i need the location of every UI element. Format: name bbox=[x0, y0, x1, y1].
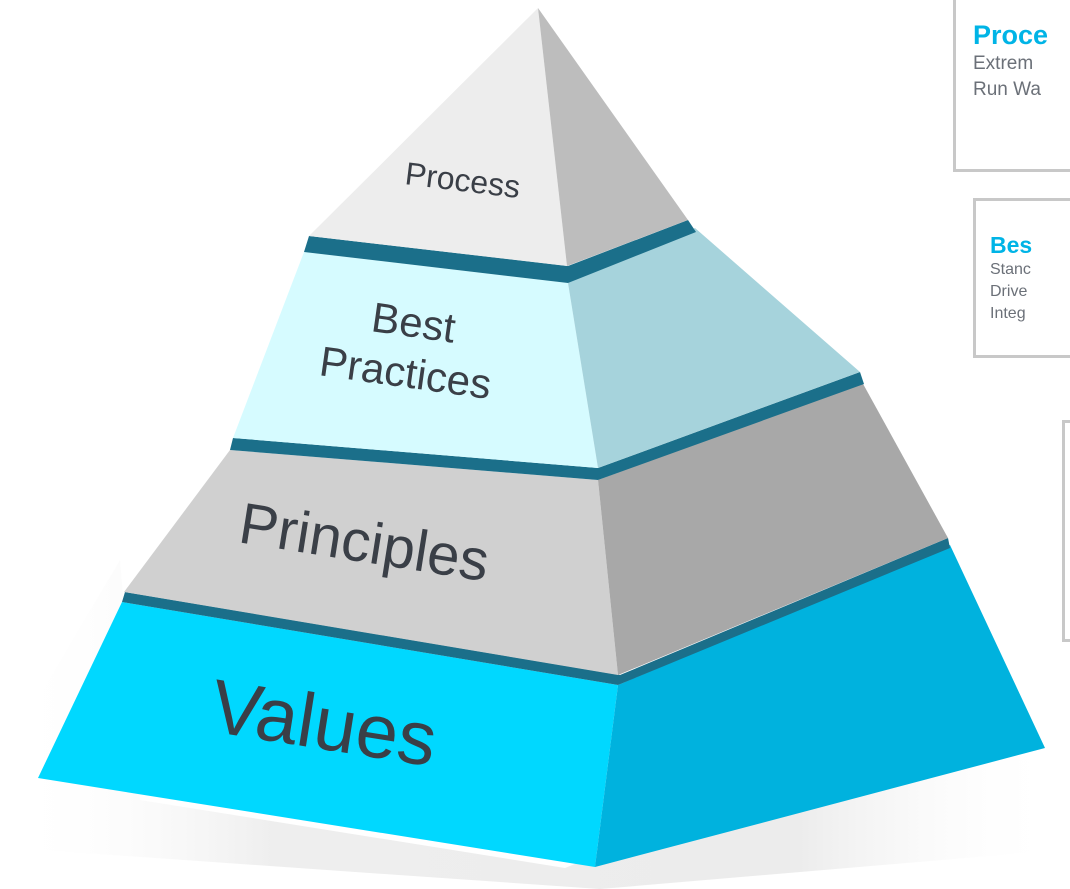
layer-best-practices-separator bbox=[304, 220, 696, 283]
best-practices-box-line-3: Integ bbox=[990, 305, 1026, 322]
best-practices-description-box: Bes Stanc Drive Integ bbox=[973, 198, 1070, 358]
principles-description-box bbox=[1062, 420, 1070, 642]
process-box-title: Proce bbox=[973, 20, 1049, 50]
layer-principles bbox=[124, 372, 948, 675]
process-description-box: Proce Extrem Run Wa bbox=[953, 0, 1070, 172]
layer-principles-front-face bbox=[124, 450, 618, 675]
layer-process-front-face bbox=[309, 8, 567, 266]
layer-process-side-face bbox=[538, 8, 688, 266]
process-box-line-2: Run Wa bbox=[973, 79, 1041, 100]
layer-values-separator bbox=[122, 538, 950, 685]
layer-label-best: Best bbox=[369, 293, 459, 351]
best-practices-box-line-2: Drive bbox=[990, 283, 1028, 300]
layer-values bbox=[38, 538, 1045, 867]
layer-principles-side-face bbox=[598, 382, 948, 675]
layer-values-side-face bbox=[595, 545, 1045, 867]
layer-principles-separator bbox=[230, 372, 864, 480]
layer-best-practices-front-face bbox=[233, 252, 598, 468]
layer-best-practices-side-face bbox=[568, 228, 860, 468]
layer-best-practices bbox=[233, 220, 860, 468]
layer-process bbox=[309, 8, 688, 266]
process-box-line-1: Extrem bbox=[973, 53, 1034, 74]
layer-values-front-face bbox=[38, 602, 618, 867]
best-practices-box-title: Bes bbox=[990, 232, 1033, 258]
best-practices-box-line-1: Stanc bbox=[990, 261, 1031, 278]
